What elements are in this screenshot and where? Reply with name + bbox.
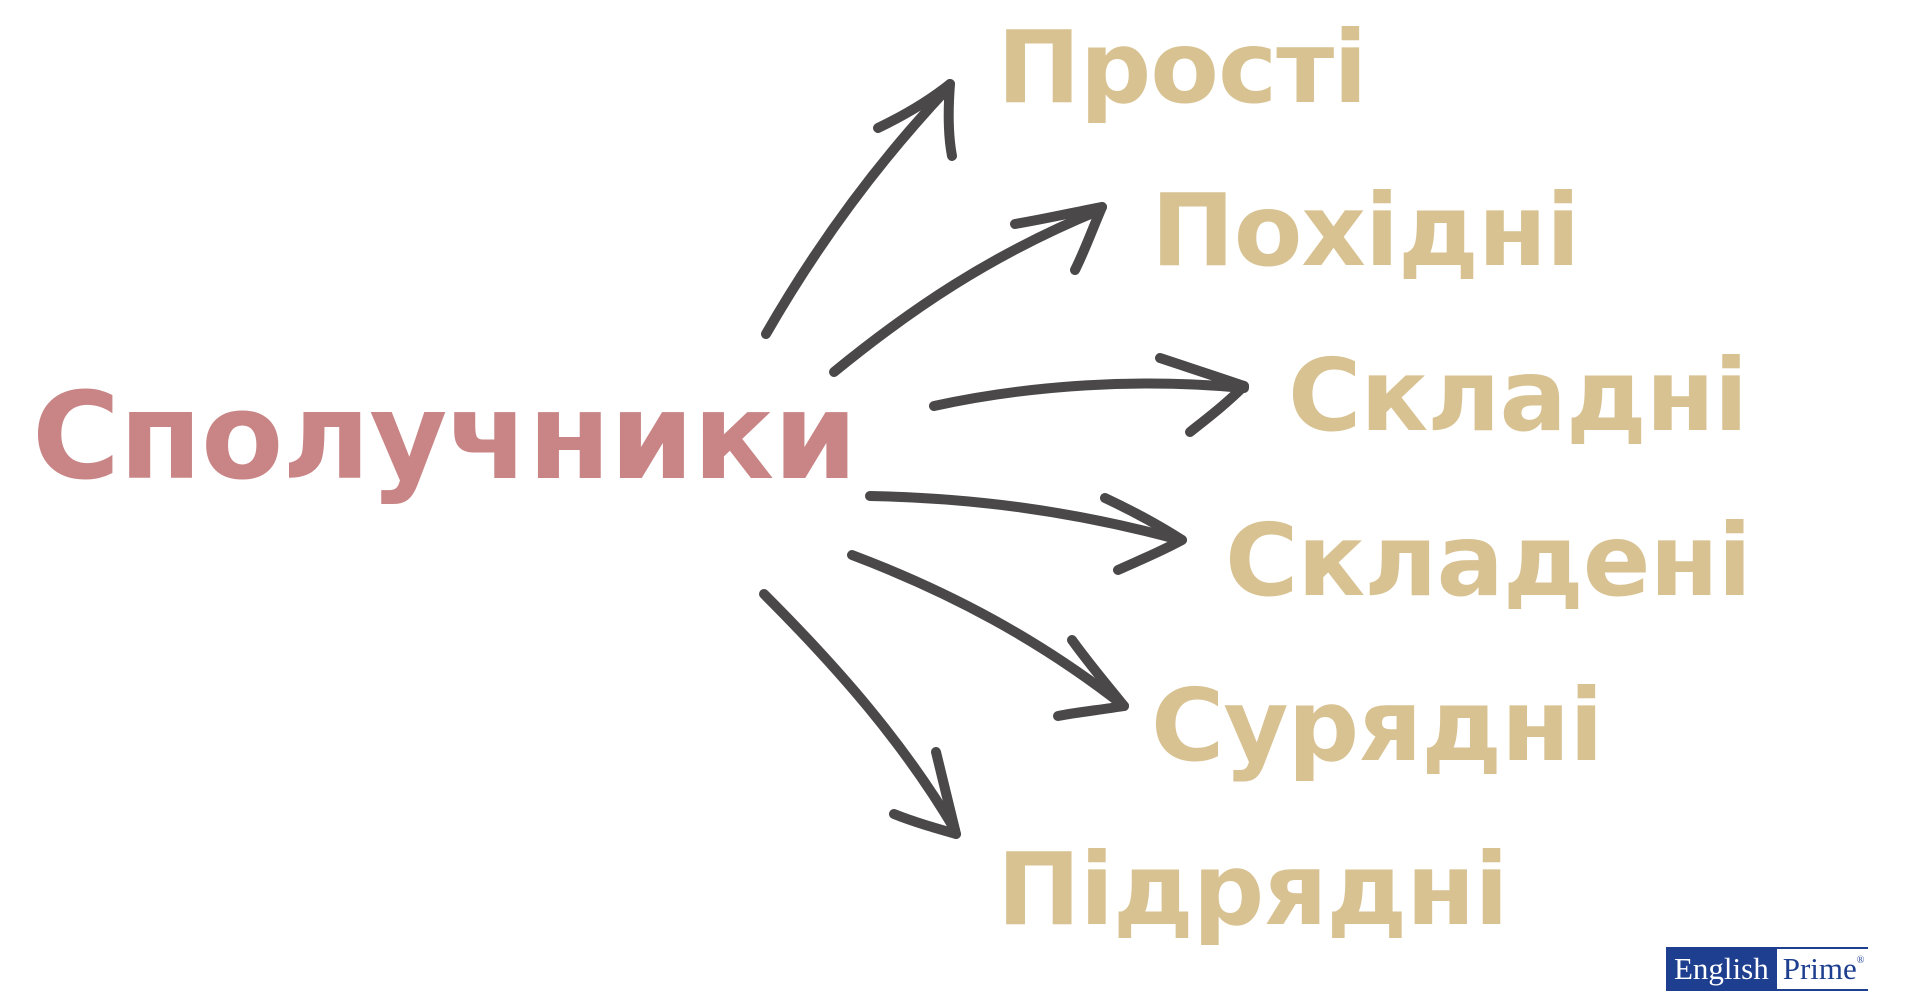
root-term: Сполучники [32,368,857,507]
arrow-to-suryadni [847,550,1129,721]
arrow-to-pidryadni [759,589,961,839]
arrow-to-pokhidni [829,202,1107,377]
branch-skladni: Складні [1288,337,1748,454]
arrow-to-skladeni [865,491,1187,575]
arrow-to-skladni [929,353,1249,437]
branch-skladeni: Складені [1225,502,1752,619]
arrow-to-prosti [761,79,957,339]
branch-suryadni: Сурядні [1151,667,1603,784]
logo-prime-box: Prime ® [1776,947,1869,991]
logo-prime-text: Prime [1782,951,1857,986]
branch-prosti: Прості [997,9,1367,126]
branch-pokhidni: Похідні [1151,172,1580,289]
logo-english-text: English [1666,947,1777,991]
english-prime-logo: English Prime ® [1666,947,1869,991]
branch-pidryadni: Підрядні [997,831,1509,948]
registered-mark: ® [1856,955,1865,966]
